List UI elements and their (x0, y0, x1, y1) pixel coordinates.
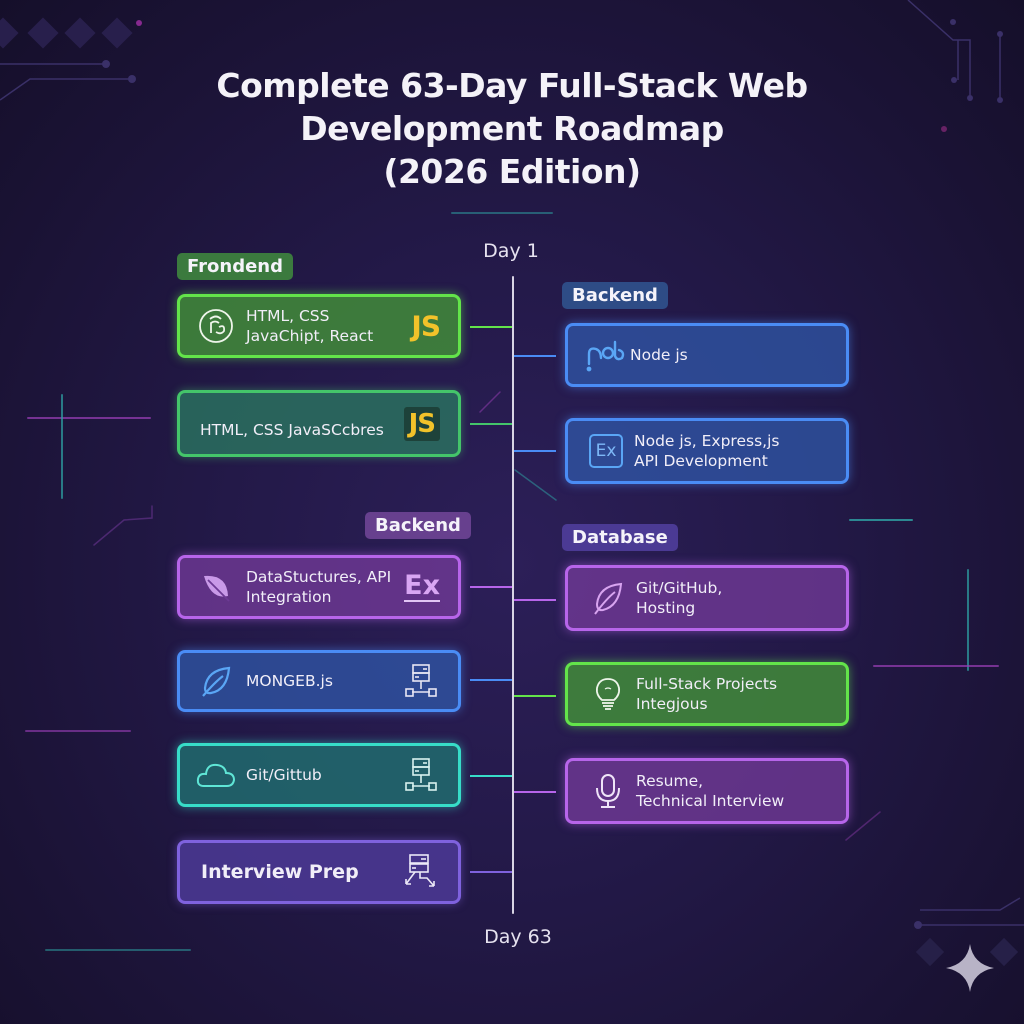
card-line-1: Node js, Express,js (634, 432, 780, 450)
roadmap-card-git-github[interactable]: Git/Gittub (177, 743, 461, 807)
roadmap-card-data-structures-api[interactable]: DataStuctures, API Integration Ex (177, 555, 461, 619)
js-logo-icon: JS (411, 309, 441, 343)
connector-left-6 (470, 871, 512, 873)
card-line-1: HTML, CSS JavaSCcbres (200, 420, 384, 439)
express-box-icon: Ex (586, 431, 626, 471)
server-arrows-icon (400, 852, 440, 892)
tag-backend-right: Backend (562, 282, 668, 309)
connector-right-4 (514, 695, 556, 697)
roadmap-card-interview-prep[interactable]: Interview Prep (177, 840, 461, 904)
react-circle-icon (196, 306, 236, 346)
cloud-icon (196, 755, 236, 795)
leaf-icon (196, 567, 236, 607)
card-line-1: Full-Stack Projects (636, 675, 778, 693)
leaf-icon (196, 661, 236, 701)
roadmap-card-express-api[interactable]: Ex Node js, Express,js API Development (565, 418, 849, 484)
tag-frontend: Frondend (177, 253, 293, 280)
diamond-pattern-top-left (0, 17, 133, 49)
server-network-icon (402, 662, 440, 700)
glow-dots (136, 20, 947, 132)
connector-right-1 (514, 355, 556, 357)
card-line-2: Integjous (636, 695, 708, 713)
timeline-end-label: Day 63 (484, 926, 552, 948)
card-line-1: Git/Gittub (246, 766, 322, 784)
title-line-3: (2026 Edition) (383, 152, 641, 191)
card-line-1: Git/GitHub, (636, 579, 723, 597)
card-line-2: Technical Interview (636, 792, 785, 810)
nodejs-icon (586, 335, 626, 375)
connector-left-2 (470, 423, 512, 425)
express-logo-icon: Ex (404, 570, 440, 602)
connector-right-5 (514, 791, 556, 793)
card-line-1: MONGEB.js (246, 672, 333, 690)
roadmap-card-html-css-javascript[interactable]: HTML, CSS JavaSCcbres JS (177, 390, 461, 457)
roadmap-card-resume-interview[interactable]: Resume, Technical Interview (565, 758, 849, 824)
roadmap-card-mongodb[interactable]: MONGEB.js (177, 650, 461, 712)
title-line-1: Complete 63-Day Full-Stack Web (216, 66, 808, 105)
title-line-2: Development Roadmap (300, 109, 724, 148)
connector-left-4 (470, 679, 512, 681)
page-title: Complete 63-Day Full-Stack Web Developme… (0, 64, 1024, 193)
card-line-2: Integration (246, 588, 332, 606)
connector-left-5 (470, 775, 512, 777)
card-line-1: DataStuctures, API (246, 568, 392, 586)
js-logo-icon: JS (403, 406, 440, 441)
timeline-axis (512, 276, 514, 914)
diamond-pattern-bottom-right (915, 937, 1019, 967)
microphone-icon (588, 771, 628, 811)
connector-left-1 (470, 326, 512, 328)
card-line-2: JavaChipt, React (246, 327, 374, 345)
tag-backend-left: Backend (365, 512, 471, 539)
connector-left-3 (470, 586, 512, 588)
card-line-1: Interview Prep (201, 861, 359, 883)
roadmap-card-git-hosting[interactable]: Git/GitHub, Hosting (565, 565, 849, 631)
roadmap-card-html-css-react[interactable]: HTML, CSS JavaChipt, React JS (177, 294, 461, 358)
roadmap-card-nodejs[interactable]: Node js (565, 323, 849, 387)
card-line-1: Resume, (636, 772, 704, 790)
lightbulb-icon (588, 674, 628, 714)
roadmap-card-full-stack-projects[interactable]: Full-Stack Projects Integjous (565, 662, 849, 726)
card-line-1: HTML, CSS (246, 307, 330, 325)
neon-lines (25, 212, 999, 951)
leaf-icon (588, 578, 628, 618)
circuit-lines (0, 0, 1024, 926)
card-line-1: Node js (630, 346, 688, 364)
connector-right-2 (514, 450, 556, 452)
timeline-start-label: Day 1 (483, 240, 539, 262)
tag-database: Database (562, 524, 678, 551)
connector-right-3 (514, 599, 556, 601)
sparkle-icon (946, 944, 994, 992)
server-network-icon (402, 756, 440, 794)
card-line-2: API Development (634, 452, 768, 470)
card-line-2: Hosting (636, 599, 696, 617)
